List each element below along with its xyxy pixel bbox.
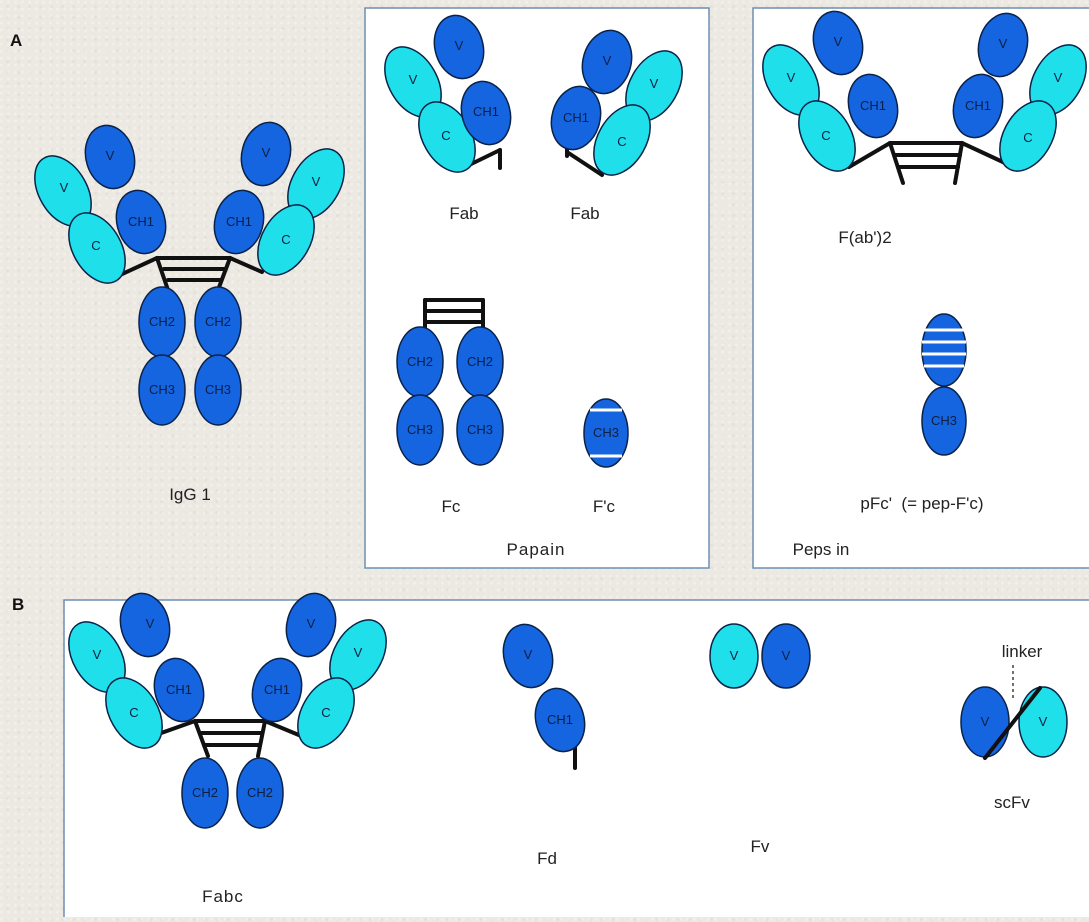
- ch1-label: CH1: [965, 98, 991, 113]
- light-constant-label: C: [617, 134, 626, 149]
- light-variable-label: V: [1039, 714, 1048, 729]
- heavy-variable-label: V: [834, 34, 843, 49]
- fd-caption: Fd: [537, 849, 557, 868]
- ch1-label: CH1: [264, 682, 290, 697]
- heavy-variable-label: V: [106, 148, 115, 163]
- igg1-caption: IgG 1: [169, 485, 211, 504]
- light-constant-label: C: [321, 705, 330, 720]
- linker-label: linker: [1002, 642, 1043, 661]
- f-prime-c-fragment: CH3: [583, 398, 629, 468]
- light-constant-label: C: [821, 128, 830, 143]
- fv-caption: Fv: [751, 837, 770, 856]
- light-variable-label: V: [312, 174, 321, 189]
- heavy-variable-label: V: [307, 616, 316, 631]
- ch1-label: CH1: [547, 712, 573, 727]
- ch2-label: CH2: [205, 314, 231, 329]
- fabc-caption: Fabc: [202, 887, 244, 906]
- papain-caption: Papain: [507, 540, 566, 559]
- fab-caption-left: Fab: [449, 204, 478, 223]
- ch1-label: CH1: [128, 214, 154, 229]
- ch2-label: CH2: [407, 354, 433, 369]
- light-constant-label: C: [1023, 130, 1032, 145]
- fc-caption: Fc: [442, 497, 461, 516]
- light-variable-label: V: [409, 72, 418, 87]
- ch3-label: CH3: [593, 425, 619, 440]
- fc-fragment: CH2 CH2 CH3 CH3: [396, 298, 504, 466]
- fab2-fragment: V C V CH1 V CH1 V C: [762, 10, 1087, 185]
- light-variable-label: V: [1054, 70, 1063, 85]
- ch1-label: CH1: [563, 110, 589, 125]
- ch1-label: CH1: [473, 104, 499, 119]
- heavy-variable-label: V: [262, 145, 271, 160]
- fd-fragment: V CH1: [502, 623, 586, 770]
- ch2-label: CH2: [149, 314, 175, 329]
- ch3-label: CH3: [407, 422, 433, 437]
- fabc-fragment: V C V CH1 V CH1 V C CH2 CH2: [68, 592, 387, 829]
- heavy-variable-label: V: [146, 616, 155, 631]
- pfc-caption: pFc' (= pep-F'c): [860, 494, 983, 513]
- light-variable-label: V: [730, 648, 739, 663]
- pfc-fragment: CH3: [921, 313, 967, 456]
- fab-caption-right: Fab: [570, 204, 599, 223]
- heavy-variable-label: V: [782, 648, 791, 663]
- ch1-label: CH1: [860, 98, 886, 113]
- heavy-variable-label: V: [524, 647, 533, 662]
- fv-fragment: V V: [709, 623, 811, 689]
- ch1-label: CH1: [166, 682, 192, 697]
- ch3-label: CH3: [931, 413, 957, 428]
- f-prime-c-caption: F'c: [593, 497, 616, 516]
- scfv-fragment: V V: [960, 665, 1068, 760]
- heavy-variable-label: V: [603, 53, 612, 68]
- scfv-caption: scFv: [994, 793, 1030, 812]
- ch3-label: CH3: [467, 422, 493, 437]
- light-variable-label: V: [354, 645, 363, 660]
- light-variable-label: V: [650, 76, 659, 91]
- ch2-label: CH2: [192, 785, 218, 800]
- light-variable-label: V: [60, 180, 69, 195]
- light-constant-label: C: [441, 128, 450, 143]
- heavy-variable-label: V: [981, 714, 990, 729]
- fab-fragment-left: V C V CH1: [384, 14, 512, 173]
- ch2-label: CH2: [467, 354, 493, 369]
- ch3-label: CH3: [149, 382, 175, 397]
- light-constant-label: C: [281, 232, 290, 247]
- ch1-label: CH1: [226, 214, 252, 229]
- ch3-label: CH3: [205, 382, 231, 397]
- light-variable-label: V: [93, 647, 102, 662]
- light-variable-label: V: [787, 70, 796, 85]
- light-constant-label: C: [91, 238, 100, 253]
- heavy-variable-label: V: [455, 38, 464, 53]
- panel-letter-b: B: [12, 595, 24, 614]
- heavy-variable-label: V: [999, 36, 1008, 51]
- fab-fragment-right: V CH1 V C: [550, 29, 683, 177]
- igg1-antibody: V C V CH1 V CH1 V C CH2 CH2 CH3 CH3: [34, 121, 345, 426]
- fab2-caption: F(ab')2: [838, 228, 891, 247]
- light-constant-label: C: [129, 705, 138, 720]
- ch2-label: CH2: [247, 785, 273, 800]
- panel-letter-a: A: [10, 31, 22, 50]
- pepsin-caption: Peps in: [793, 540, 850, 559]
